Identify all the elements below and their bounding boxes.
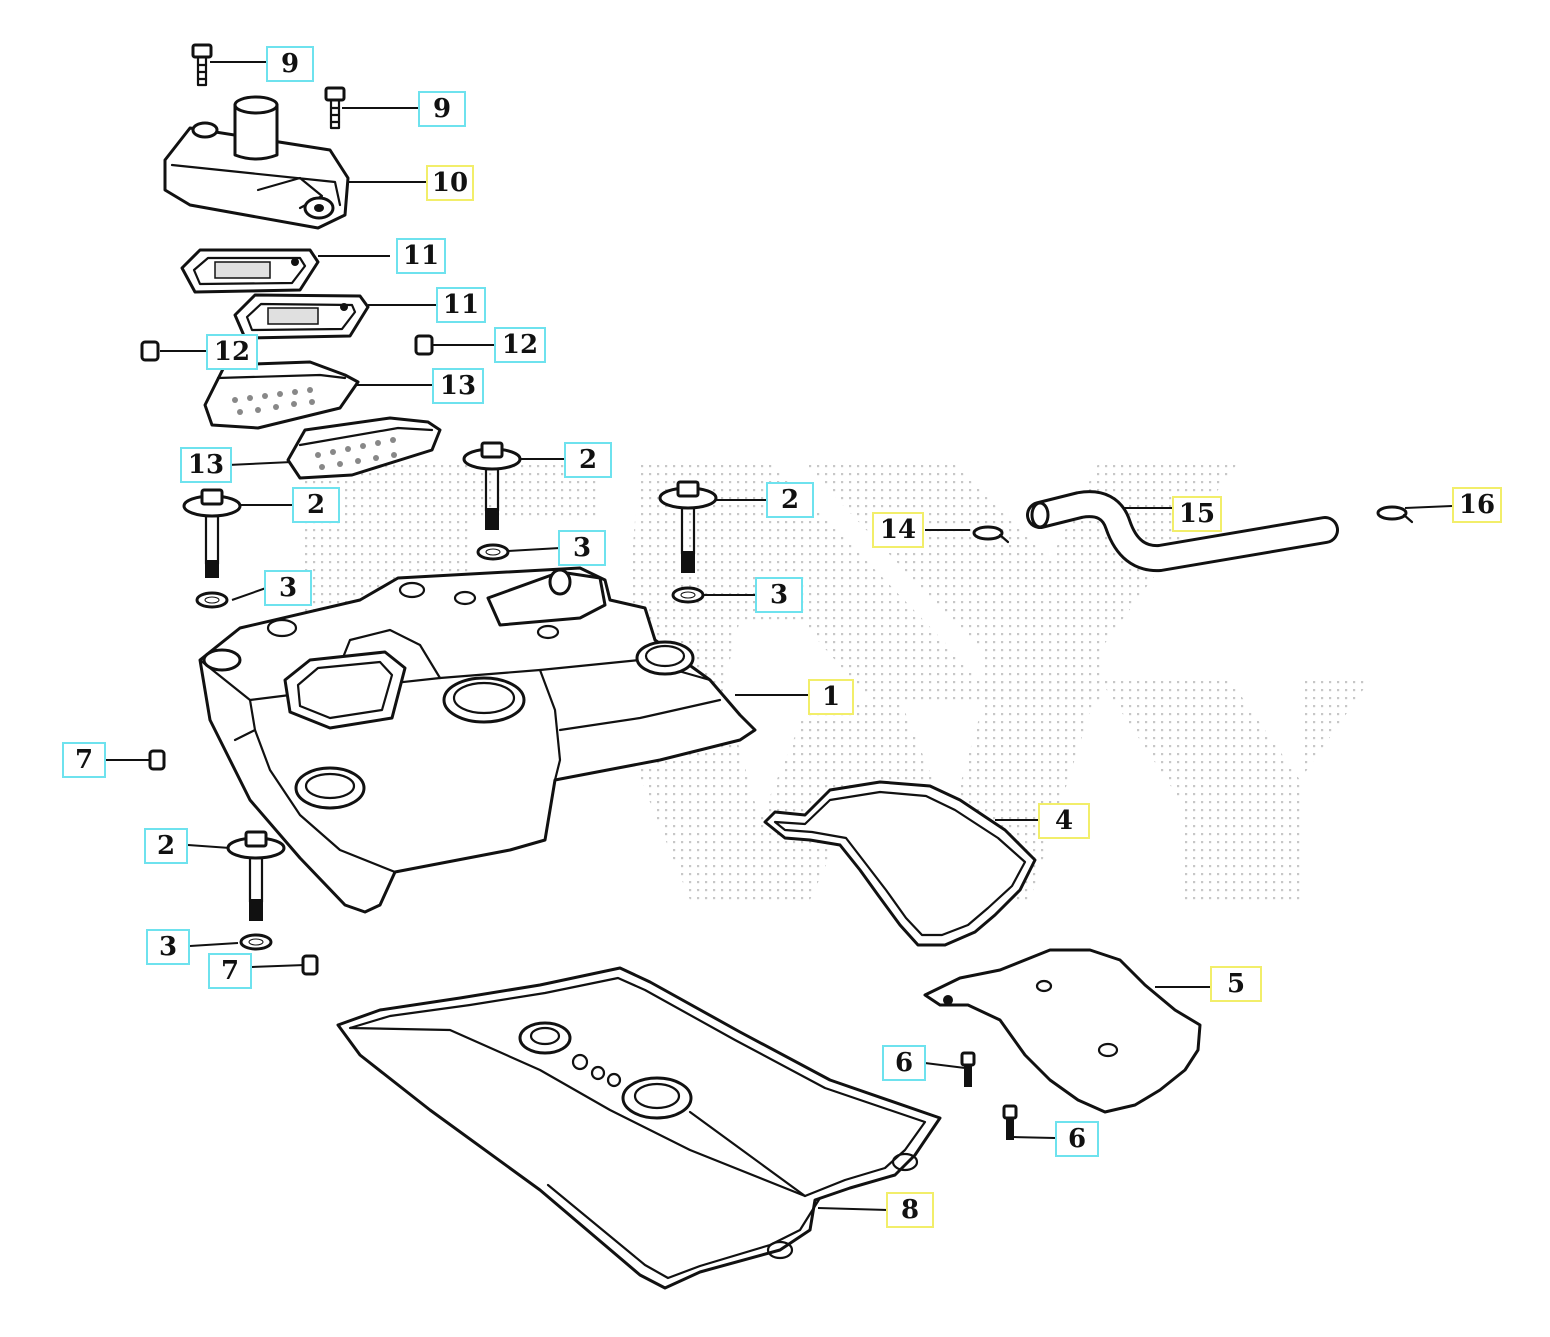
- dowel-12-b: [414, 334, 434, 356]
- reed-plate-13-b: [286, 416, 442, 480]
- callout-13: 13: [432, 368, 484, 404]
- bolt-2-d: [226, 830, 286, 921]
- callout-6: 6: [1055, 1121, 1099, 1157]
- callout-2: 2: [766, 482, 814, 518]
- reed-gasket-11-a: [180, 248, 320, 294]
- cover-gasket-8: [336, 966, 942, 1290]
- callout-9: 9: [418, 91, 466, 127]
- bolt-2-a: [182, 488, 242, 578]
- callout-14: 14: [872, 512, 924, 548]
- washer-3-b: [476, 543, 510, 561]
- callout-3: 3: [558, 530, 606, 566]
- callout-5: 5: [1210, 966, 1262, 1002]
- callout-7: 7: [208, 953, 252, 989]
- callout-2: 2: [292, 487, 340, 523]
- callout-13: 13: [180, 447, 232, 483]
- callout-7: 7: [62, 742, 106, 778]
- callout-11: 11: [436, 287, 486, 323]
- callout-9: 9: [266, 46, 314, 82]
- callout-6: 6: [882, 1045, 926, 1081]
- callout-2: 2: [564, 442, 612, 478]
- callout-16: 16: [1452, 487, 1502, 523]
- callout-3: 3: [146, 929, 190, 965]
- cylinder-head-cover-1: [198, 566, 757, 914]
- callout-8: 8: [886, 1192, 934, 1228]
- breather-hose-15: [1026, 490, 1339, 573]
- screw-6-a: [960, 1051, 976, 1087]
- callout-3: 3: [264, 570, 312, 606]
- callout-3: 3: [755, 577, 803, 613]
- washer-3-d: [239, 933, 273, 951]
- leader-lines: [105, 61, 1453, 1211]
- callout-1: 1: [808, 679, 854, 715]
- dowel-12-a: [140, 340, 160, 362]
- heat-shield-5: [923, 948, 1202, 1114]
- dowel-7-a: [148, 749, 166, 771]
- hose-clip-14: [972, 525, 1010, 544]
- callout-4: 4: [1038, 803, 1090, 839]
- bolt-9-a: [191, 43, 213, 87]
- bolt-9-b: [324, 86, 346, 130]
- callout-12: 12: [494, 327, 546, 363]
- callout-2: 2: [144, 828, 188, 864]
- callout-12: 12: [206, 334, 258, 370]
- bolt-2-b: [462, 441, 522, 530]
- hose-clip-16: [1376, 505, 1414, 524]
- gasket-4: [763, 780, 1037, 947]
- reed-gasket-11-b: [233, 293, 370, 340]
- bolt-2-c: [658, 480, 718, 573]
- washer-3-c: [671, 586, 705, 604]
- callout-11: 11: [396, 238, 446, 274]
- breather-cover-10: [163, 95, 350, 230]
- dowel-7-b: [301, 954, 319, 976]
- washer-3-a: [195, 591, 229, 609]
- screw-6-b: [1002, 1104, 1018, 1140]
- reed-plate-13-a: [203, 360, 360, 430]
- callout-10: 10: [426, 165, 474, 201]
- callout-15: 15: [1172, 496, 1222, 532]
